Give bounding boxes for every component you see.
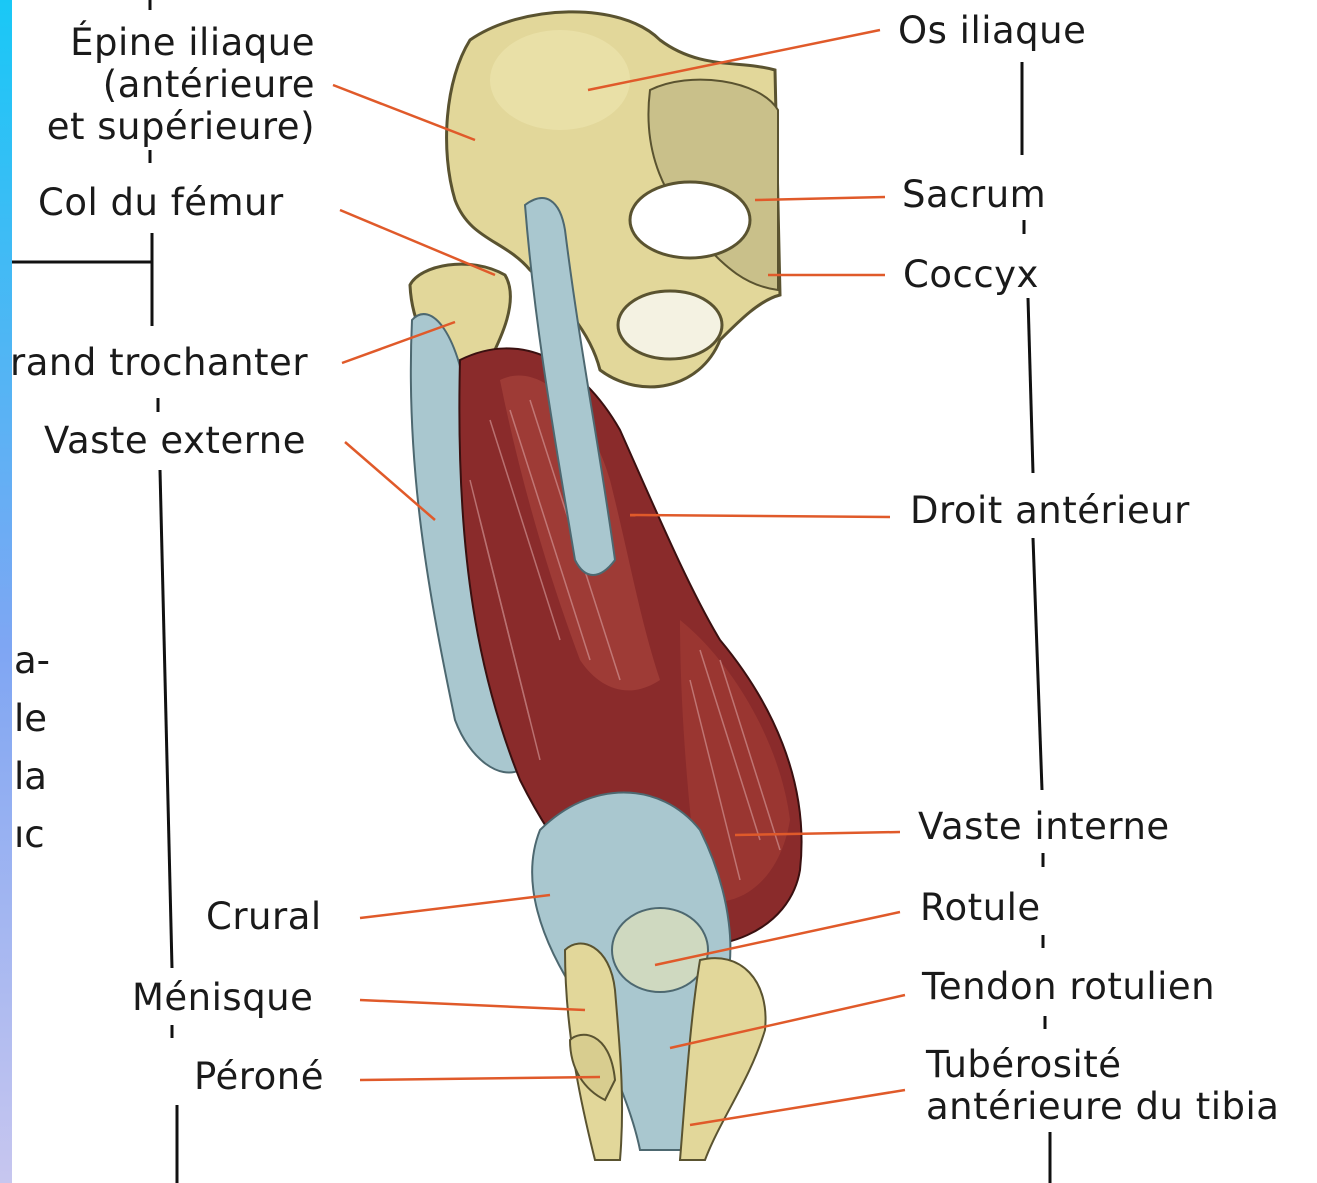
label-sacrum: Sacrum [902, 174, 1046, 216]
label-epine-line3: et supérieure) [30, 106, 315, 148]
label-tuberosite: Tubérosité antérieure du tibia [926, 1044, 1306, 1128]
label-epine-line2: (antérieure [30, 64, 315, 106]
body-text-fragment: le [14, 690, 47, 748]
label-crural: Crural [206, 896, 322, 938]
body-text-fragment: la [14, 748, 47, 806]
label-perone: Péroné [194, 1056, 324, 1098]
label-coccyx: Coccyx [903, 254, 1039, 296]
label-tuberosite-line2: antérieure du tibia [926, 1086, 1306, 1128]
label-grand-trochanter: rand trochanter [10, 342, 308, 384]
label-vaste-interne: Vaste interne [918, 806, 1170, 848]
body-text-fragment: ıc [14, 806, 45, 864]
label-col-femur: Col du fémur [38, 182, 284, 224]
label-epine-line1: Épine iliaque [30, 22, 315, 64]
label-droit-anterieur: Droit antérieur [910, 490, 1190, 532]
label-epine-iliaque: Épine iliaque (antérieure et supérieure) [30, 22, 315, 148]
label-menisque: Ménisque [132, 977, 313, 1019]
label-tuberosite-line1: Tubérosité [926, 1044, 1306, 1086]
body-text-fragment: a- [14, 632, 50, 690]
label-tendon-rotulien: Tendon rotulien [922, 966, 1215, 1008]
label-rotule: Rotule [920, 887, 1041, 929]
label-vaste-externe: Vaste externe [44, 420, 306, 462]
label-os-iliaque: Os iliaque [898, 10, 1086, 52]
